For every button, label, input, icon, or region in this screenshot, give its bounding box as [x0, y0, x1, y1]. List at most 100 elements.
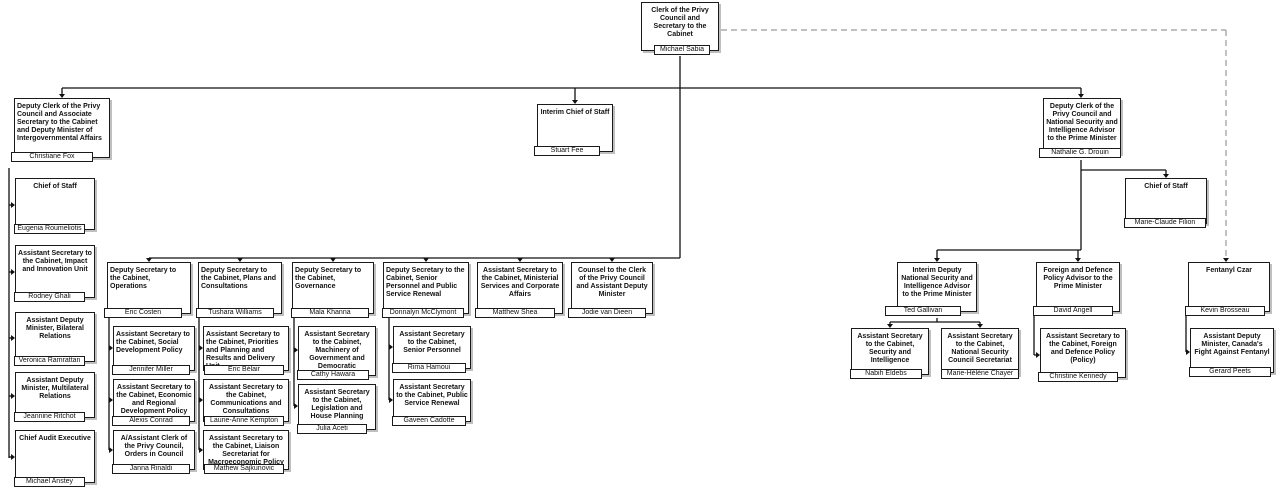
- person-name: Kevin Brosseau: [1185, 306, 1265, 316]
- position-box-right-branch-subs-1: Foreign and Defence Policy Advisor to th…: [1033, 262, 1120, 316]
- position-title: Counsel to the Clerk of the Privy Counci…: [576, 267, 648, 298]
- position-title: Assistant Secretary to the Cabinet, Secu…: [857, 333, 923, 364]
- person-name: Rima Hamoui: [392, 363, 466, 373]
- position-title: Assistant Secretary to the Cabinet, Publ…: [396, 384, 468, 407]
- arrow-head: [237, 258, 243, 262]
- arrow-head: [109, 345, 113, 351]
- position-title: Fentanyl Czar: [1206, 267, 1252, 274]
- position-title: Assistant Secretary to the Cabinet, Nati…: [947, 333, 1013, 364]
- position-title: Assistant Secretary to the Cabinet, Comm…: [209, 384, 283, 415]
- arrow-head: [11, 335, 15, 341]
- position-title: Deputy Secretary to the Cabinet, Plans a…: [201, 267, 277, 290]
- person-name: Matthew Shea: [475, 308, 555, 318]
- position-box-right-branch-subs-0-reports-1: Assistant Secretary to the Cabinet, Nati…: [941, 328, 1019, 379]
- position-title: Assistant Secretary to the Cabinet, Legi…: [304, 389, 370, 420]
- person-name: David Angell: [1033, 306, 1113, 316]
- position-title: Assistant Deputy Minister, Bilateral Rel…: [26, 317, 84, 340]
- arrow-head: [389, 397, 393, 403]
- position-box-middle-1-reports-1: Assistant Secretary to the Cabinet, Comm…: [203, 379, 289, 426]
- person-name: Julia Aceti: [297, 424, 367, 434]
- position-box-middle-1-reports-0: Assistant Secretary to the Cabinet, Prio…: [203, 326, 289, 375]
- person-name: Janna Rinaldi: [112, 464, 190, 474]
- position-box-middle-4: Assistant Secretary to the Cabinet, Mini…: [475, 262, 563, 318]
- position-title: Assistant Secretary to the Cabinet, Impa…: [18, 250, 92, 273]
- arrow-head: [887, 324, 893, 328]
- position-box-middle-2: Deputy Secretary to the Cabinet, Governa…: [291, 262, 374, 318]
- arrow-head: [199, 447, 203, 453]
- arrow-head: [934, 258, 940, 262]
- position-title: Interim Deputy National Security and Int…: [901, 267, 973, 298]
- position-box-middle-2-reports-1: Assistant Secretary to the Cabinet, Legi…: [297, 384, 376, 434]
- person-name: Gerard Peets: [1189, 367, 1271, 377]
- position-title: Interim Chief of Staff: [540, 109, 610, 116]
- arrow-head: [199, 397, 203, 403]
- position-box-right-branch-subs-0-reports-0: Assistant Secretary to the Cabinet, Secu…: [850, 328, 929, 379]
- position-box-top: Clerk of the Privy Council and Secretary…: [641, 2, 719, 55]
- position-title: Assistant Secretary to the Cabinet, Soci…: [116, 331, 190, 354]
- person-name: Ted Gallivan: [885, 306, 961, 316]
- person-name: Stuart Fee: [534, 146, 600, 156]
- person-name: Eugenia Roumeliotis: [14, 224, 85, 234]
- person-name: Jodie van Dieen: [568, 308, 646, 318]
- position-box-middle-2-reports-0: Assistant Secretary to the Cabinet, Mach…: [297, 326, 376, 380]
- arrow-head: [294, 347, 298, 353]
- position-box-middle-0-reports-1: Assistant Secretary to the Cabinet, Econ…: [112, 379, 195, 426]
- position-box-middle-3-reports-1: Assistant Secretary to the Cabinet, Publ…: [392, 379, 471, 426]
- position-title: Assistant Secretary to the Cabinet, Mini…: [480, 267, 560, 298]
- arrow-head: [109, 447, 113, 453]
- arrow-head: [389, 344, 393, 350]
- position-title: Deputy Clerk of the Privy Council and Na…: [1046, 103, 1118, 142]
- position-title: Assistant Secretary to the Cabinet, Fore…: [1046, 333, 1120, 364]
- person-name: Marie-Claude Filion: [1124, 218, 1206, 228]
- position-title: Deputy Clerk of the Privy Council and As…: [17, 103, 102, 142]
- arrow-head: [609, 258, 615, 262]
- person-name: Nabih Eldebs: [850, 369, 922, 379]
- arrow-head: [11, 202, 15, 208]
- position-title: Clerk of the Privy Council and Secretary…: [651, 7, 709, 38]
- position-box-middle-3-reports-0: Assistant Secretary to the Cabinet, Seni…: [392, 326, 471, 373]
- position-box-left-branch-reports-2: Assistant Deputy Minister, Bilateral Rel…: [14, 312, 95, 366]
- position-title: Deputy Secretary to the Cabinet, Operati…: [110, 267, 177, 290]
- arrow-head: [59, 94, 65, 98]
- position-title: Assistant Deputy Minister, Canada's Figh…: [1194, 333, 1270, 356]
- arrow-head: [11, 269, 15, 275]
- arrow-head: [1078, 94, 1084, 98]
- person-name: Gaveen Cadotte: [392, 416, 466, 426]
- arrow-head: [1163, 174, 1169, 178]
- person-name: Veronica Ramrattan: [14, 356, 85, 366]
- person-name: Eric Costen: [104, 308, 182, 318]
- arrow-head: [294, 403, 298, 409]
- position-title: Deputy Secretary to the Cabinet, Senior …: [386, 267, 465, 298]
- position-title: Assistant Secretary to the Cabinet, Liai…: [208, 435, 284, 466]
- person-name: Alexis Conrad: [112, 416, 190, 426]
- person-name: Jeannine Ritchot: [14, 412, 85, 422]
- position-box-middle-3: Deputy Secretary to the Cabinet, Senior …: [382, 262, 469, 318]
- position-title: Foreign and Defence Policy Advisor to th…: [1043, 267, 1113, 290]
- arrow-head: [109, 397, 113, 403]
- position-box-middle-1: Deputy Secretary to the Cabinet, Plans a…: [196, 262, 282, 318]
- person-name: Marie-Hélène Chayer: [941, 369, 1019, 379]
- position-title: Assistant Deputy Minister, Multilateral …: [21, 377, 89, 400]
- person-name: Tushara Williams: [196, 308, 274, 318]
- position-box-left-branch-reports-1: Assistant Secretary to the Cabinet, Impa…: [14, 245, 95, 302]
- position-box-right-branch-subs-0: Interim Deputy National Security and Int…: [885, 262, 977, 316]
- position-box-left-branch-reports-3: Assistant Deputy Minister, Multilateral …: [14, 372, 95, 422]
- person-name: Cathy Hawara: [297, 370, 369, 380]
- arrow-head: [199, 345, 203, 351]
- position-box-right-branch-head: Deputy Clerk of the Privy Council and Na…: [1039, 98, 1121, 158]
- person-name: Michael Sabia: [654, 45, 710, 55]
- position-title: Chief Audit Executive: [19, 435, 91, 442]
- position-box-middle-0-reports-2: A/Assistant Clerk of the Privy Council, …: [112, 430, 195, 474]
- arrow-head: [977, 324, 983, 328]
- arrow-head: [1036, 352, 1040, 358]
- arrow-head: [572, 100, 578, 104]
- position-title: A/Assistant Clerk of the Privy Council, …: [120, 435, 188, 458]
- position-box-middle-0-reports-0: Assistant Secretary to the Cabinet, Soci…: [112, 326, 195, 375]
